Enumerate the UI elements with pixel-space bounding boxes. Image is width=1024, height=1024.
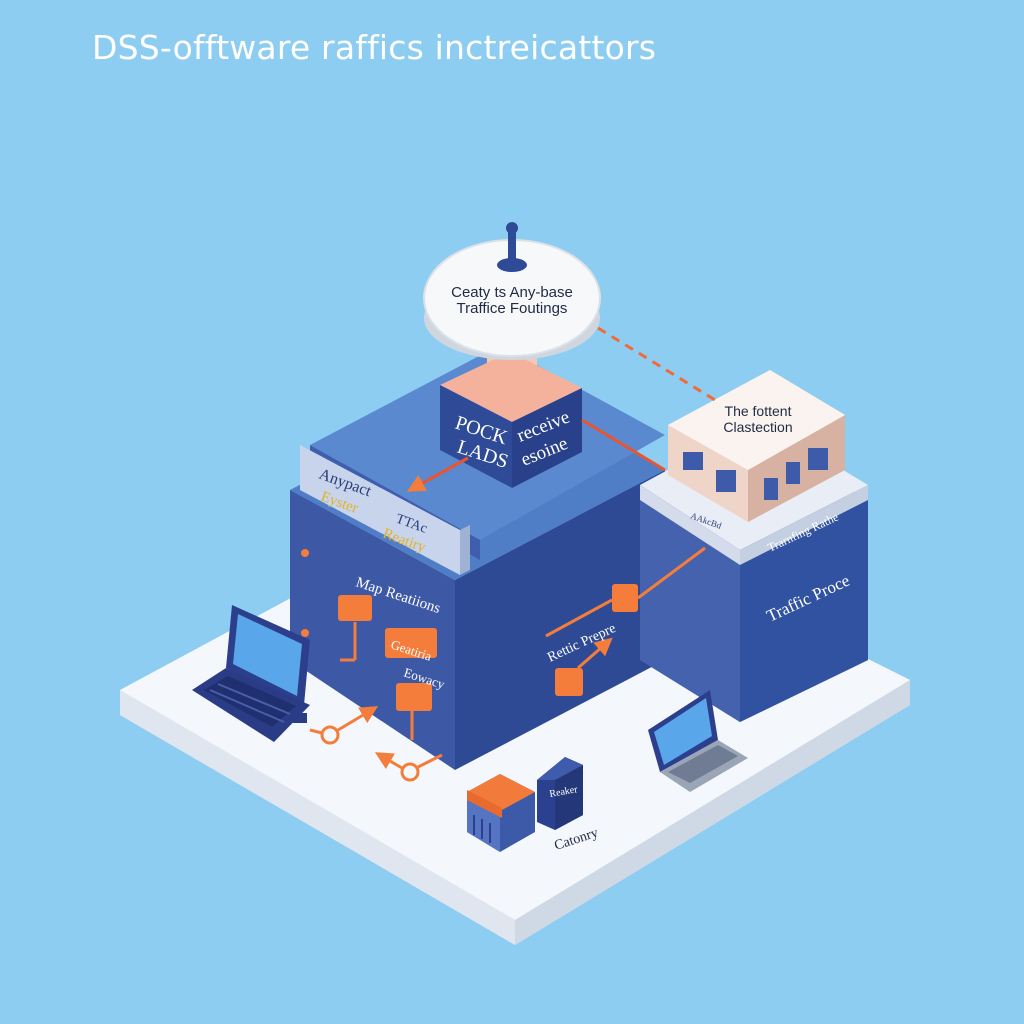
pock-cube xyxy=(440,352,582,488)
house-label-2: Clastection xyxy=(723,419,792,435)
server-small-label: Reaker xyxy=(549,784,579,800)
laptop-icon xyxy=(192,605,310,742)
laptop-icon xyxy=(648,690,748,792)
link-line xyxy=(581,418,666,472)
front-connectors xyxy=(301,549,437,740)
dish xyxy=(423,222,601,360)
server-icon xyxy=(537,757,583,830)
window-icon xyxy=(808,448,828,470)
window-icon xyxy=(786,462,800,484)
antenna-icon xyxy=(497,222,527,272)
side-connectors xyxy=(545,546,706,696)
dish-label-1: Ceaty ts Any-base xyxy=(451,284,573,301)
system-panel xyxy=(300,445,470,575)
server-icon xyxy=(467,774,535,852)
window-icon xyxy=(716,470,736,492)
window-icon xyxy=(683,452,703,470)
dish-label-2: Traffice Foutings xyxy=(457,300,568,317)
classification-house xyxy=(668,370,845,522)
dashed-link xyxy=(597,326,716,402)
house-label-1: The fottent xyxy=(725,403,792,419)
arrow-icon xyxy=(406,456,469,492)
arrow-icon xyxy=(577,637,613,670)
window-icon xyxy=(764,478,778,500)
page-title: DSS-offtware raffics inctreicattors xyxy=(92,28,657,67)
laptop-link xyxy=(309,706,443,782)
